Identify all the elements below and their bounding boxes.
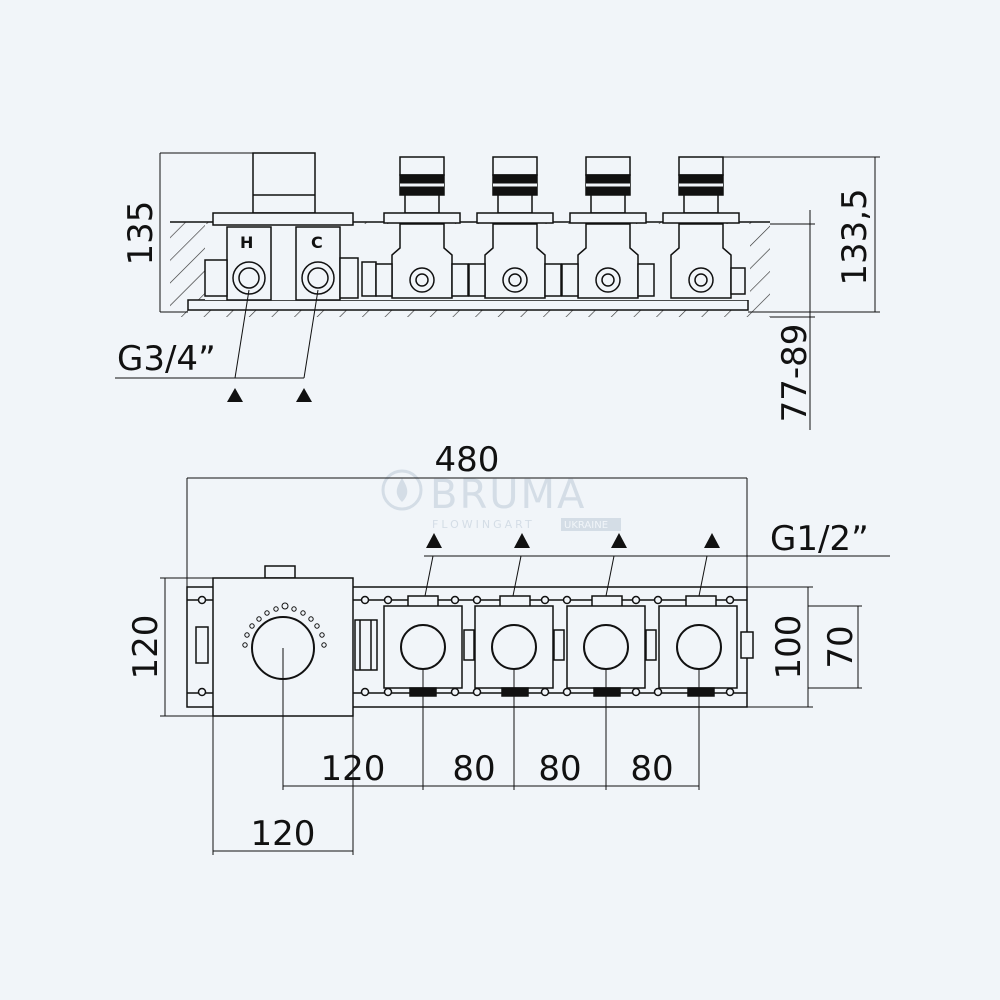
valve-knob-1[interactable] (400, 624, 446, 670)
dim-spacing-1: 80 (452, 749, 495, 789)
stop-valve-side-2 (468, 156, 562, 299)
valve-knob-2[interactable] (491, 624, 537, 670)
stop-valve-side-3 (561, 156, 655, 299)
front-view (160, 477, 890, 855)
dim-front-height-left: 120 (126, 615, 166, 680)
inlet-marker-hot (227, 388, 243, 402)
cold-inlet-port (301, 261, 335, 295)
watermark-tagline: FLOWINGART (432, 518, 535, 531)
dim-depth-range: 77-89 (775, 324, 815, 423)
outlet-marker-4 (704, 533, 720, 548)
dim-spacing-2: 80 (538, 749, 581, 789)
watermark-region: UKRAINE (564, 520, 608, 531)
valve-knob-3[interactable] (583, 624, 629, 670)
dim-front-height-outer: 100 (769, 615, 809, 680)
dim-spacing-3: 80 (630, 749, 673, 789)
dim-thermostat-width: 120 (251, 814, 316, 854)
stop-valve-side-4 (662, 156, 746, 299)
cold-label: C (311, 233, 323, 252)
hot-label: H (240, 233, 253, 252)
outlet-marker-3 (611, 533, 627, 548)
valve-faceplate-4 (658, 595, 738, 697)
inlet-thread-label: G3/4” (117, 339, 216, 379)
temperature-scale (242, 602, 327, 648)
dim-side-height-right: 133,5 (835, 188, 875, 285)
watermark-drop-icon (381, 469, 423, 511)
side-view (115, 152, 880, 430)
dim-side-height-left: 135 (121, 201, 161, 266)
watermark: BRUMA FLOWINGART UKRAINE (381, 469, 621, 531)
watermark-brand: BRUMA (430, 472, 586, 518)
thermostat-cover-plate (212, 212, 354, 226)
valve-knob-4[interactable] (676, 624, 722, 670)
hot-inlet-port (232, 261, 266, 295)
inlet-marker-cold (296, 388, 312, 402)
outlet-marker-2 (514, 533, 530, 548)
outlet-marker-1 (426, 533, 442, 548)
stop-valve-side-1 (375, 156, 469, 299)
dim-total-width: 480 (435, 440, 500, 480)
dim-thermostat-to-first: 120 (321, 749, 386, 789)
outlet-thread-label: G1/2” (770, 519, 869, 559)
thermostat-knob-side (252, 152, 316, 214)
dim-front-height-inner: 70 (821, 625, 861, 668)
